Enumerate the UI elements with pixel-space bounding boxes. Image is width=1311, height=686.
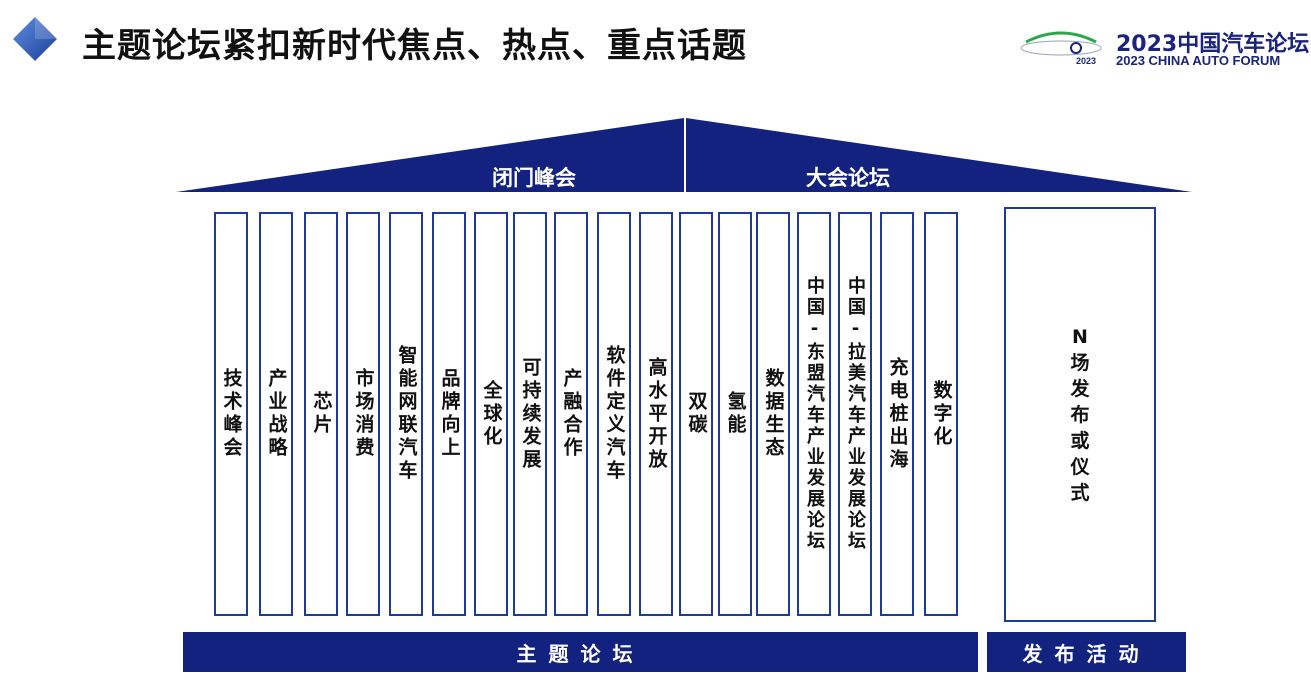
pillar-label: 技术峰会 (220, 368, 243, 460)
release-text-char: 或 (1070, 429, 1090, 452)
pillar-label: 产融合作 (560, 368, 583, 460)
brand-name-en: 2023 CHINA AUTO FORUM (1116, 53, 1281, 68)
pillar-label: 数据生态 (762, 368, 785, 460)
roof-label-closed-summit: 闭门峰会 (492, 166, 576, 190)
pillar-brand-upward: 品牌向上 (432, 212, 466, 616)
pillar-label: 全球化 (480, 379, 503, 449)
pillar-label: 充电桩出海 (886, 356, 909, 472)
pillar-label: 双碳 (685, 391, 708, 437)
release-events-text: N 场 发 布 或 仪 式 (1070, 324, 1089, 506)
page-title: 主题论坛紧扣新时代焦点、热点、重点话题 (82, 26, 747, 66)
forum-brand: 2023 2023中国汽车论坛 2023 CHINA AUTO FORUM (1016, 22, 1310, 72)
roof (176, 118, 1192, 192)
base-release-activities-label: 发布活动 (1022, 641, 1151, 666)
pillar-dual-carbon: 双碳 (679, 212, 713, 616)
pillar-label: 氢能 (724, 391, 747, 437)
pillar-chip: 芯片 (304, 212, 338, 616)
pillar-tech-summit: 技术峰会 (214, 212, 248, 616)
pillar-label: 芯片 (310, 391, 333, 437)
pillar-market-consumption: 市场消费 (346, 212, 380, 616)
release-text-char: 布 (1070, 403, 1090, 426)
pillar-label: 市场消费 (352, 368, 375, 460)
pillar-label: 可持续发展 (519, 356, 542, 472)
brand-name-cn: 2023中国汽车论坛 (1116, 32, 1310, 57)
release-text-char: N (1072, 325, 1088, 348)
pillar-label: 中国-东盟汽车产业发展论坛 (804, 276, 825, 552)
pillar-label: 产业战略 (265, 368, 288, 460)
roof-left (176, 118, 684, 192)
release-text-char: 场 (1070, 351, 1090, 374)
roof-label-conference-forum: 大会论坛 (806, 166, 890, 190)
pillar-digitalization: 数字化 (924, 212, 958, 616)
pillar-industry-finance: 产融合作 (554, 212, 588, 616)
base-theme-forum-label: 主题论坛 (516, 641, 645, 666)
release-text-char: 仪 (1070, 455, 1090, 478)
release-text-char: 式 (1070, 481, 1090, 504)
pillar-label: 品牌向上 (438, 368, 461, 460)
pillar-china-latam: 中国-拉美汽车产业发展论坛 (838, 212, 872, 616)
release-text-char: 发 (1070, 377, 1090, 400)
brand-year: 2023 (1076, 56, 1097, 66)
pillar-label: 智能网联汽车 (395, 345, 418, 483)
pillar-label: 数字化 (930, 379, 953, 449)
pillar-sustainable: 可持续发展 (513, 212, 547, 616)
pillar-hydrogen: 氢能 (718, 212, 752, 616)
pillar-charging-overseas: 充电桩出海 (880, 212, 914, 616)
pillar-high-level-opening: 高水平开放 (639, 212, 673, 616)
pillar-intelligent-connected: 智能网联汽车 (389, 212, 423, 616)
pillar-data-ecosystem: 数据生态 (756, 212, 790, 616)
base-release-activities: 发布活动 (987, 632, 1186, 672)
pillar-label: 高水平开放 (645, 356, 668, 472)
pillar-globalization: 全球化 (474, 212, 508, 616)
pillar-label: 中国-拉美汽车产业发展论坛 (845, 276, 866, 552)
car-emblem-icon (1020, 31, 1102, 56)
diamond-logo-icon (13, 17, 57, 61)
roof-right (686, 118, 1192, 192)
base-theme-forum: 主题论坛 (183, 632, 978, 672)
pillar-label: 软件定义汽车 (603, 345, 626, 483)
release-events-box: N 场 发 布 或 仪 式 (1004, 207, 1156, 622)
pillar-industry-strategy: 产业战略 (259, 212, 293, 616)
pillar-china-asean: 中国-东盟汽车产业发展论坛 (797, 212, 831, 616)
pillar-software-defined: 软件定义汽车 (597, 212, 631, 616)
